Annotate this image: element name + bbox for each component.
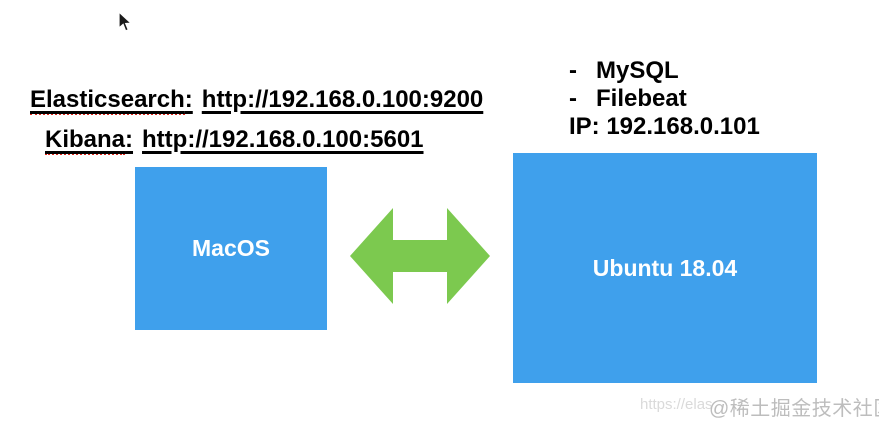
service-label: MySQL [596,57,679,84]
ubuntu-node: Ubuntu 18.04 [513,153,817,383]
kibana-annotation: Kibana: http://192.168.0.100:5601 [45,126,424,155]
macos-node: MacOS [135,167,327,330]
elasticsearch-label: Elasticsearch: [30,86,193,115]
double-arrow-connector-icon [350,208,490,304]
service-label: Filebeat [596,85,687,112]
ubuntu-ip-label: IP: 192.168.0.101 [569,113,760,140]
elasticsearch-url: http://192.168.0.100:9200 [201,86,484,113]
kibana-url: http://192.168.0.100:5601 [142,126,424,153]
dash-bullet: - [569,57,577,84]
dash-bullet: - [569,85,577,112]
watermark-url-fragment: https://elas [640,396,713,413]
elasticsearch-annotation: Elasticsearch: http://192.168.0.100:9200 [30,86,484,115]
mouse-cursor-icon [118,11,133,32]
ubuntu-services-list: -MySQL -Filebeat IP: 192.168.0.101 [569,57,760,141]
macos-node-label: MacOS [192,235,270,261]
kibana-label: Kibana: [45,126,134,155]
watermark-community: @稀土掘金技术社区 [709,398,879,420]
ubuntu-node-label: Ubuntu 18.04 [592,254,738,281]
service-item-filebeat: -Filebeat [569,85,760,113]
service-item-mysql: -MySQL [569,57,760,85]
